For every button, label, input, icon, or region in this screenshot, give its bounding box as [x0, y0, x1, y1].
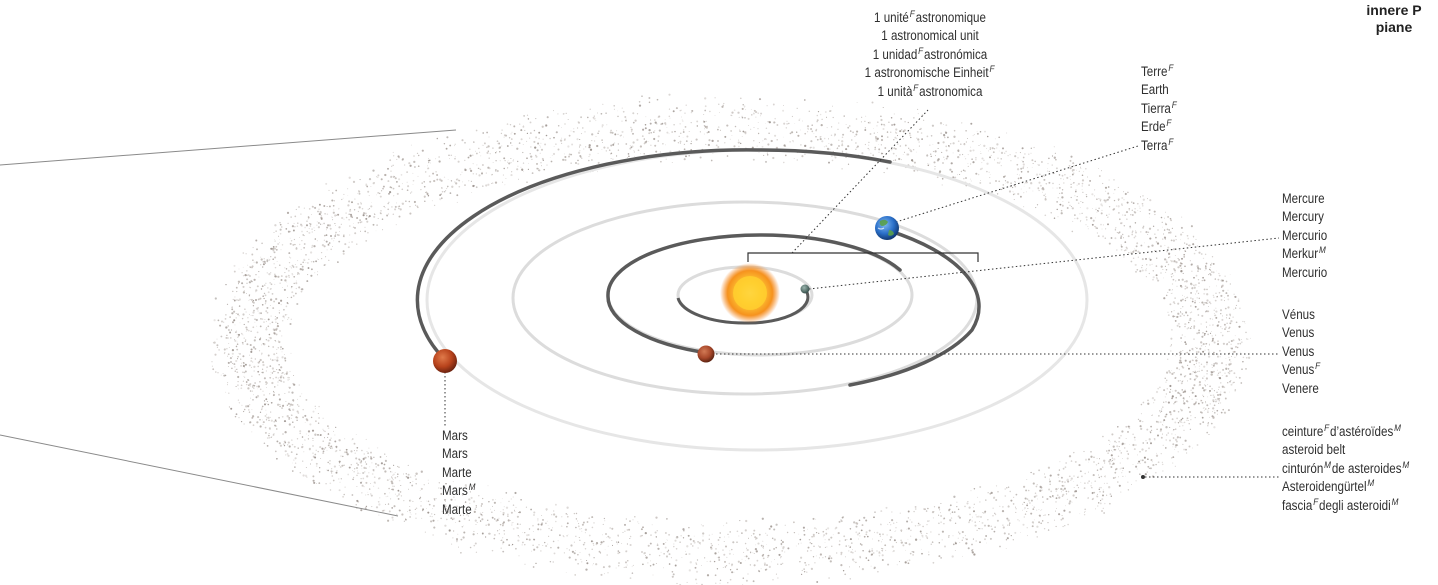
term-line: ErdeF [1141, 118, 1172, 135]
gender-marker: M [468, 482, 476, 494]
term-line: TerreF [1141, 63, 1174, 79]
mercury-leader [808, 237, 1280, 290]
term-line: Venere [1282, 380, 1319, 396]
astronomical-unit-bracket [747, 252, 979, 262]
asteroid-belt-label: ceintureFd’astéroïdesM asteroid belt cin… [1282, 423, 1410, 515]
term-line: TierraF [1141, 99, 1177, 116]
gender-marker: F [1166, 118, 1172, 130]
term-line: Vénus [1282, 307, 1315, 322]
term-line: Mercury [1282, 209, 1324, 225]
term-line: cinturónMde asteroidesM [1282, 459, 1410, 476]
asteroid-belt-marker [1141, 475, 1145, 479]
mercury-label: Mercure Mercury Mercurio MerkurM Mercuri… [1282, 190, 1327, 282]
term-line: ceintureFd’astéroïdesM [1282, 423, 1401, 439]
asteroid-belt [211, 93, 1251, 585]
gender-marker: M [1324, 459, 1331, 471]
term-line: Mars [442, 428, 468, 443]
leader-lines [444, 109, 1281, 478]
term-line: Mercure [1282, 191, 1325, 206]
gender-marker: M [1318, 245, 1326, 257]
term-line: Earth [1141, 82, 1169, 98]
gender-marker: M [1402, 459, 1410, 471]
term-line: Marte [442, 501, 472, 517]
earth-leader [895, 145, 1139, 223]
gender-marker: F [1313, 496, 1319, 508]
earth-orbit-trail [848, 228, 981, 387]
mercury-planet [800, 284, 810, 294]
term-line: Mercurio [1282, 264, 1328, 280]
term-line: 1 astronomical unit [881, 28, 979, 44]
orbits [415, 148, 1089, 452]
term-line: 1 unitàFastronomica [877, 82, 983, 99]
astronomical-unit-label: 1 unitéFastronomique 1 astronomical unit… [835, 9, 1024, 101]
term-line: Venus [1282, 343, 1315, 359]
term-line: Marte [442, 464, 472, 480]
gender-marker: F [1168, 136, 1174, 148]
mars-label: Mars Mars Marte MarsM Marte [442, 427, 476, 519]
venus-planet [697, 345, 715, 363]
term-line: MarsM [442, 482, 476, 499]
venus-label: Vénus Venus Venus VenusF Venere [1282, 306, 1321, 398]
term-line: TerraF [1141, 136, 1174, 153]
gender-marker: F [1168, 63, 1174, 74]
gender-marker: F [989, 64, 995, 76]
term-line: 1 unidadFastronómica [872, 45, 988, 62]
section-title: innere P piane [1348, 2, 1438, 36]
term-line: MerkurM [1282, 245, 1326, 262]
term-line: Venus [1282, 325, 1315, 341]
section-title-line: innere P [1366, 2, 1422, 18]
mercury-orbit-trail [676, 288, 810, 325]
projection-line-lower [0, 434, 399, 517]
gender-marker: F [918, 45, 924, 57]
section-title-line: piane [1375, 19, 1413, 35]
term-line: Mars [442, 446, 468, 462]
gender-marker: F [1315, 361, 1321, 373]
gender-marker: F [913, 82, 919, 94]
projection-line-upper [0, 129, 457, 166]
term-line: AsteroidengürtelM [1282, 478, 1375, 495]
mars-planet [433, 349, 457, 373]
gender-marker: M [1367, 478, 1375, 490]
gender-marker: F [909, 9, 915, 20]
au-leader [791, 109, 929, 254]
earth-planet [875, 216, 899, 240]
gender-marker: F [1324, 423, 1330, 434]
sun-core [733, 276, 767, 310]
term-line: 1 unitéFastronomique [874, 9, 986, 25]
mars-orbit-trail [415, 148, 892, 362]
gender-marker: M [1394, 423, 1401, 434]
earth-label: TerreF Earth TierraF ErdeF TerraF [1141, 63, 1178, 155]
venus-orbit-trail [606, 233, 902, 355]
gender-marker: M [1391, 496, 1399, 508]
gender-marker: F [1171, 99, 1177, 111]
term-line: Mercurio [1282, 227, 1328, 243]
term-line: 1 astronomische EinheitF [864, 64, 995, 81]
term-line: asteroid belt [1282, 442, 1346, 458]
term-line: fasciaFdegli asteroidiM [1282, 496, 1399, 513]
term-line: VenusF [1282, 361, 1321, 378]
